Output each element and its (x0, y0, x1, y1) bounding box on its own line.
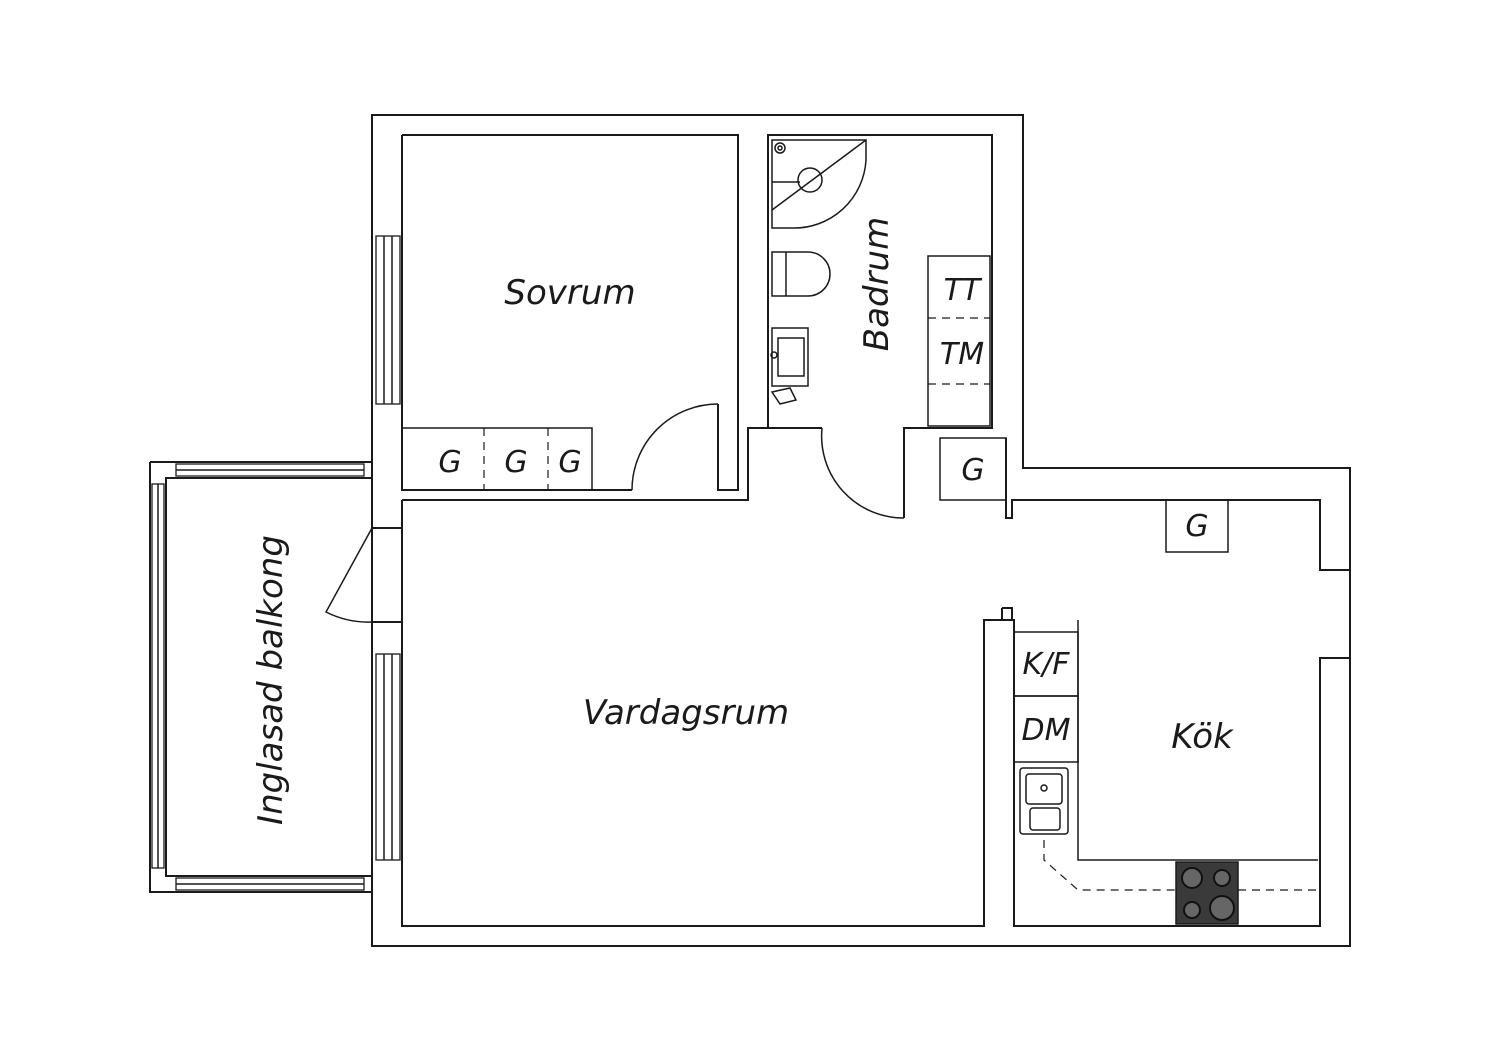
bedroom (401, 134, 739, 491)
room-label-sovrum: Sovrum (504, 273, 635, 313)
fixture-label-wardrobe-kitchen: G (1185, 509, 1208, 544)
room-label-vardagsrum: Vardagsrum (583, 693, 789, 733)
fixture-label-tumble-dryer: TT (944, 273, 983, 308)
bedroom-window (375, 235, 401, 405)
fixture-label-wardrobe-2: G (504, 445, 527, 480)
fixture-label-washing-machine: TM (940, 337, 984, 372)
bathroom (767, 134, 993, 519)
outer-walls (371, 114, 1351, 947)
hall-wall (402, 427, 822, 501)
fixture-label-dishwasher: DM (1022, 713, 1071, 748)
balcony (149, 461, 402, 893)
kitchen (1013, 499, 1318, 925)
room-label-kok: Kök (1171, 717, 1234, 757)
fixture-label-wardrobe-hall: G (961, 453, 984, 488)
living-room-walls (401, 500, 1002, 927)
living-room-window (375, 653, 401, 861)
hall-kitchen-wall (1005, 438, 1350, 571)
fixture-label-fridge-freezer: K/F (1022, 647, 1070, 682)
room-label-balkong: Inglasad balkong (251, 535, 291, 825)
fixture-label-wardrobe-1: G (438, 445, 461, 480)
fixture-label-wardrobe-3: G (558, 445, 581, 480)
room-label-badrum: Badrum (857, 217, 897, 351)
